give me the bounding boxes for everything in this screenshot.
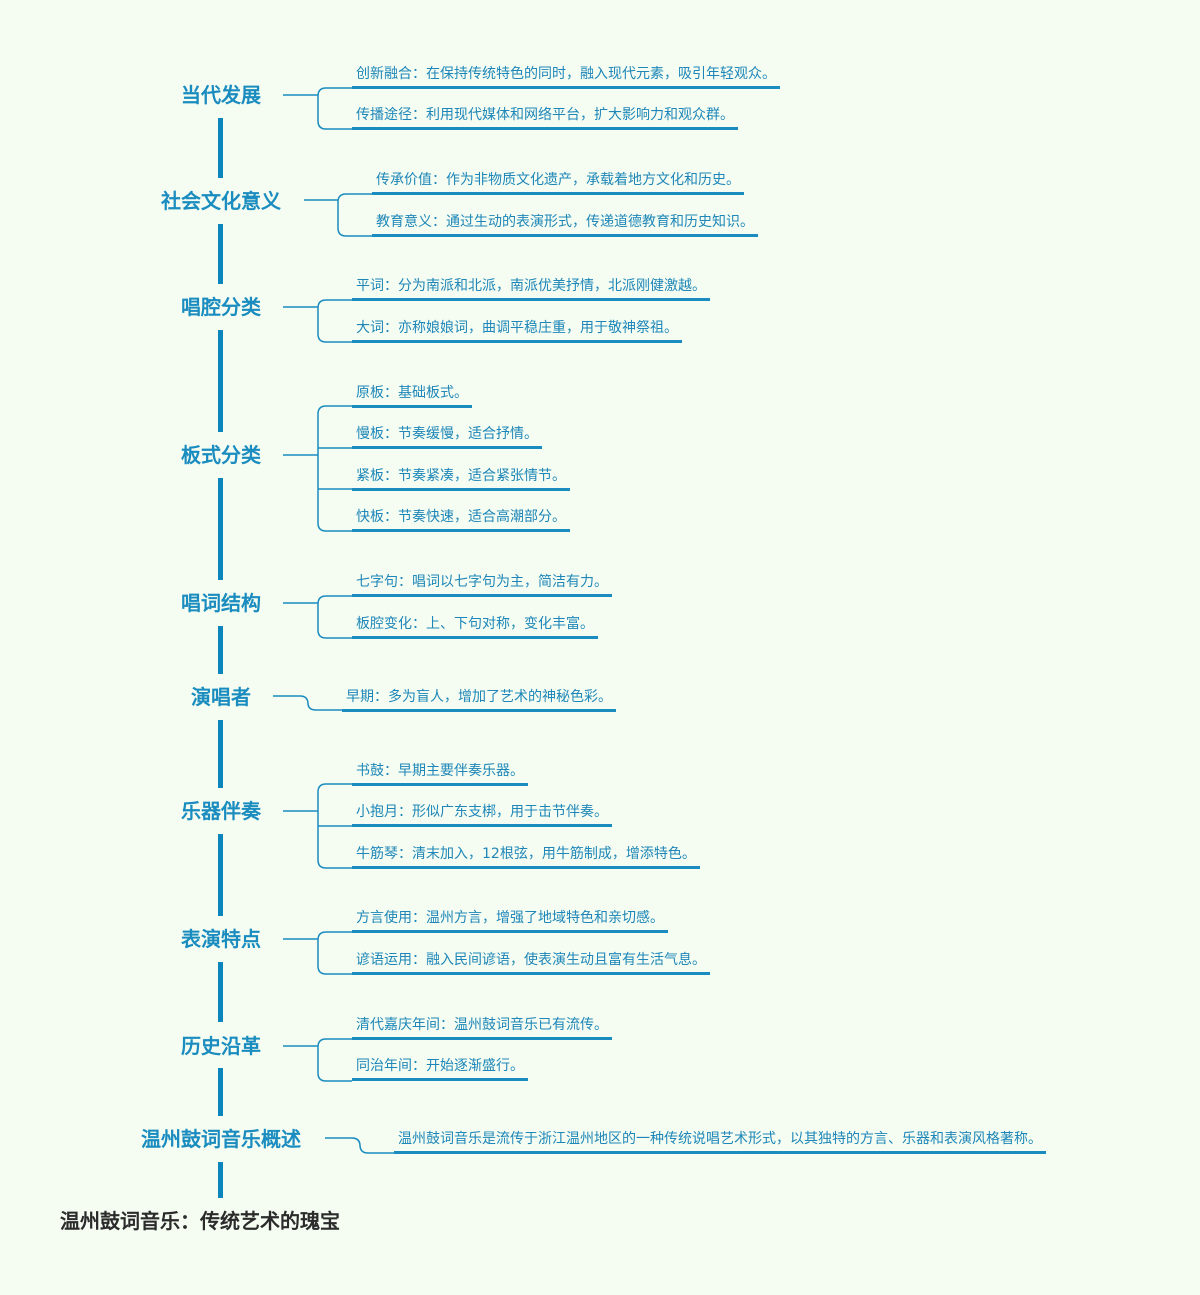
- leaf-kuaiban[interactable]: 快板：节奏快速，适合高潮部分。: [352, 508, 570, 532]
- topic-social-cultural-significance[interactable]: 社会文化意义: [161, 189, 281, 213]
- trunk-segment: [218, 224, 223, 284]
- topic-performance-features[interactable]: 表演特点: [181, 927, 261, 951]
- leaf-shugu[interactable]: 书鼓：早期主要伴奏乐器。: [352, 762, 528, 786]
- trunk-segment: [218, 1068, 223, 1116]
- leaf-innovation[interactable]: 创新融合：在保持传统特色的同时，融入现代元素，吸引年轻观众。: [352, 65, 780, 89]
- trunk-segment: [218, 720, 223, 788]
- topic-lyric-structure[interactable]: 唱词结构: [181, 591, 261, 615]
- leaf-xiaobaoyue[interactable]: 小抱月：形似广东支梆，用于击节伴奏。: [352, 803, 612, 827]
- topic-performers[interactable]: 演唱者: [191, 685, 251, 709]
- topic-history[interactable]: 历史沿革: [181, 1034, 261, 1058]
- trunk-segment: [218, 626, 223, 674]
- leaf-overview-summary[interactable]: 温州鼓词音乐是流传于浙江温州地区的一种传统说唱艺术形式，以其独特的方言、乐器和表…: [394, 1130, 1046, 1154]
- leaf-tongzhi-era[interactable]: 同治年间：开始逐渐盛行。: [352, 1057, 528, 1081]
- topic-contemporary-development[interactable]: 当代发展: [181, 83, 261, 107]
- topic-overview[interactable]: 温州鼓词音乐概述: [141, 1127, 301, 1151]
- trunk-segment: [218, 962, 223, 1022]
- trunk-segment: [218, 834, 223, 916]
- leaf-manban[interactable]: 慢板：节奏缓慢，适合抒情。: [352, 425, 542, 449]
- leaf-proverb-use[interactable]: 谚语运用：融入民间谚语，使表演生动且富有生活气息。: [352, 951, 710, 975]
- leaf-daci[interactable]: 大词：亦称娘娘词，曲调平稳庄重，用于敬神祭祖。: [352, 319, 682, 343]
- topic-tempo-patterns[interactable]: 板式分类: [181, 443, 261, 467]
- leaf-jinban[interactable]: 紧板：节奏紧凑，适合紧张情节。: [352, 467, 570, 491]
- leaf-banqiang-variation[interactable]: 板腔变化：上、下句对称，变化丰富。: [352, 615, 598, 639]
- topic-vocal-styles[interactable]: 唱腔分类: [181, 295, 261, 319]
- leaf-yuanban[interactable]: 原板：基础板式。: [352, 384, 472, 408]
- trunk-segment: [218, 1162, 223, 1198]
- leaf-jiaqing-era[interactable]: 清代嘉庆年间：温州鼓词音乐已有流传。: [352, 1016, 612, 1040]
- leaf-seven-character[interactable]: 七字句：唱词以七字句为主，简洁有力。: [352, 573, 612, 597]
- leaf-early-performers[interactable]: 早期：多为盲人，增加了艺术的神秘色彩。: [342, 688, 616, 712]
- leaf-dialect-use[interactable]: 方言使用：温州方言，增强了地域特色和亲切感。: [352, 909, 668, 933]
- leaf-dissemination[interactable]: 传播途径：利用现代媒体和网络平台，扩大影响力和观众群。: [352, 106, 738, 130]
- trunk-segment: [218, 118, 223, 178]
- leaf-education-meaning[interactable]: 教育意义：通过生动的表演形式，传递道德教育和历史知识。: [372, 213, 758, 237]
- topic-instruments[interactable]: 乐器伴奏: [181, 799, 261, 823]
- leaf-niujinqin[interactable]: 牛筋琴：清末加入，12根弦，用牛筋制成，增添特色。: [352, 845, 700, 869]
- root-title[interactable]: 温州鼓词音乐：传统艺术的瑰宝: [60, 1209, 340, 1233]
- leaf-heritage-value[interactable]: 传承价值：作为非物质文化遗产，承载着地方文化和历史。: [372, 171, 744, 195]
- trunk-segment: [218, 478, 223, 580]
- trunk-segment: [218, 330, 223, 432]
- leaf-pingci[interactable]: 平词：分为南派和北派，南派优美抒情，北派刚健激越。: [352, 277, 710, 301]
